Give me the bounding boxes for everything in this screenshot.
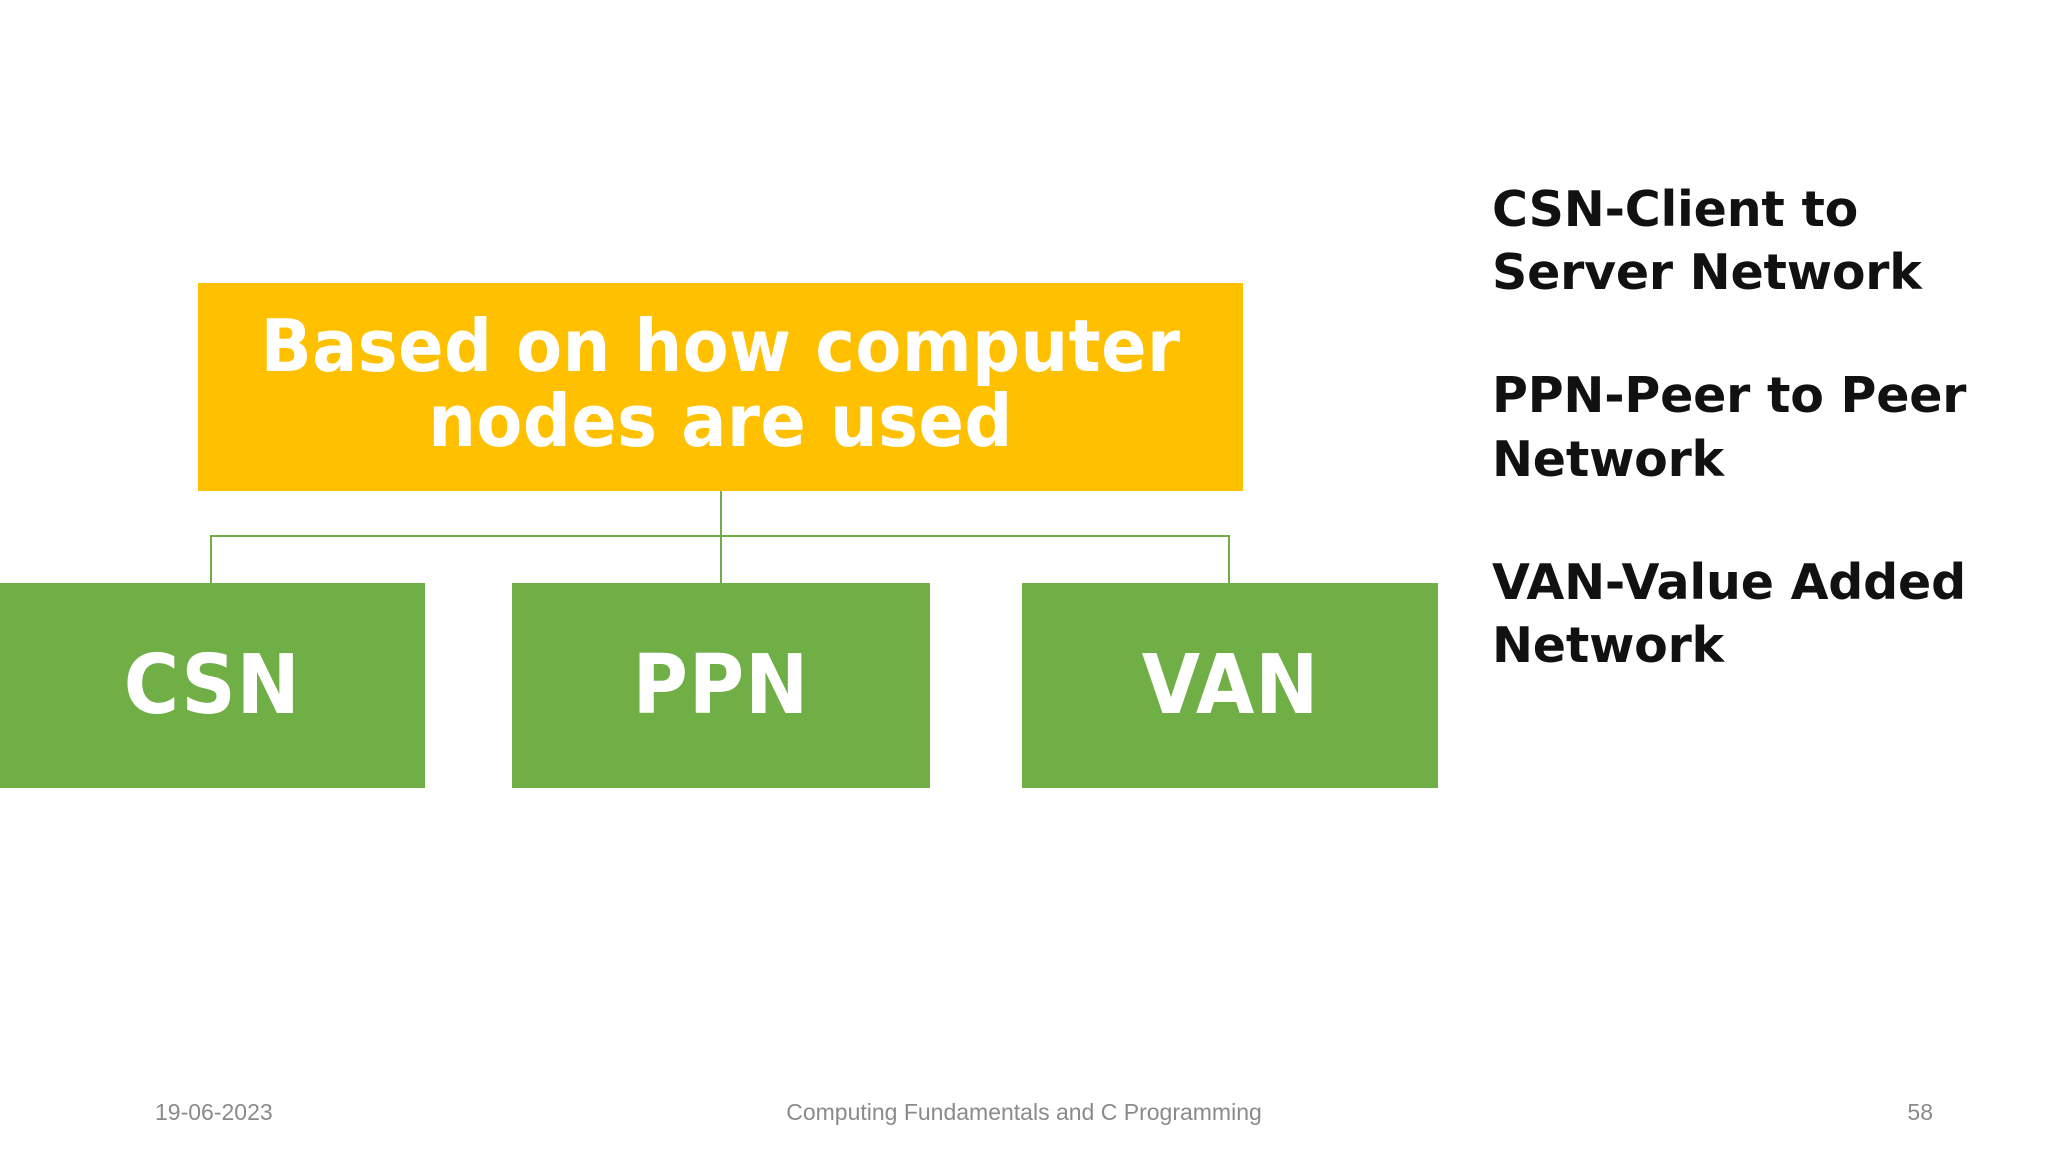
legend-item-csn: CSN-Client to Server Network (1492, 181, 1922, 302)
connector-drop-csn (210, 535, 212, 584)
node-box-van: VAN (1022, 583, 1438, 788)
slide-footer: 19-06-2023 Computing Fundamentals and C … (0, 1099, 2048, 1139)
connector-drop-van (1228, 535, 1230, 584)
footer-date: 19-06-2023 (155, 1099, 273, 1125)
node-box-ppn: PPN (512, 583, 930, 788)
connector-drop-ppn (720, 535, 722, 584)
diagram-title-label: Based on how computer nodes are used (260, 304, 1181, 463)
connector-stem-vertical (720, 491, 722, 537)
footer-page-number: 58 (1907, 1099, 1933, 1125)
node-label-csn: CSN (123, 637, 301, 733)
legend-item-van: VAN-Value Added Network (1492, 553, 1966, 675)
node-box-csn: CSN (0, 583, 425, 788)
node-label-ppn: PPN (632, 637, 810, 733)
node-label-van: VAN (1141, 637, 1319, 733)
legend-item-ppn: PPN-Peer to Peer Network (1492, 367, 1967, 488)
diagram-title-box: Based on how computer nodes are used (198, 283, 1243, 491)
legend-list: CSN-Client to Server Network PPN-Peer to… (1492, 178, 2032, 677)
footer-course-title: Computing Fundamentals and C Programming (786, 1099, 1262, 1125)
